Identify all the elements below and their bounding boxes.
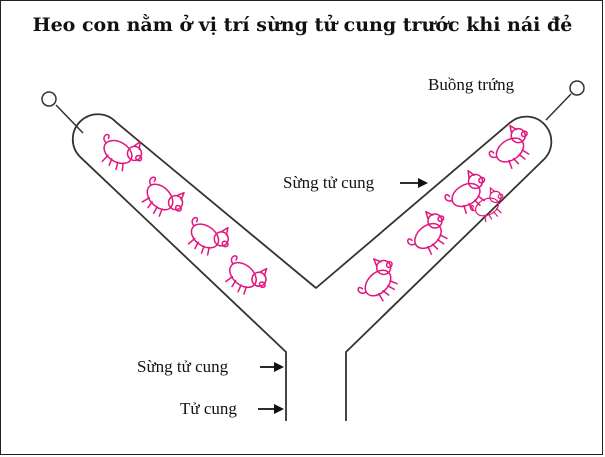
diagram-title: Heo con nằm ở vị trí sừng tử cung trước …	[32, 14, 573, 36]
label-uterus: Tử cung	[180, 399, 237, 418]
label-horn-right: Sừng tử cung	[283, 173, 375, 192]
uterus-wall-left	[78, 155, 287, 421]
uterus-outline	[71, 113, 553, 421]
label-ovary: Buồng trứng	[428, 75, 515, 94]
piglet-left-3	[179, 207, 237, 264]
ovary-right	[569, 80, 585, 96]
piglet-right-2	[438, 164, 496, 220]
ovary-stalk-left	[55, 104, 84, 134]
uterus-wall-right	[71, 113, 553, 421]
ovary-left	[41, 91, 57, 107]
piglet-right-1	[481, 119, 540, 176]
piglet-left-1	[92, 124, 150, 179]
piglet-right-4	[349, 251, 408, 309]
ovary-stalk-right	[545, 93, 572, 121]
piglet-right-5	[465, 183, 511, 226]
label-horn-body: Sừng tử cung	[137, 357, 229, 376]
